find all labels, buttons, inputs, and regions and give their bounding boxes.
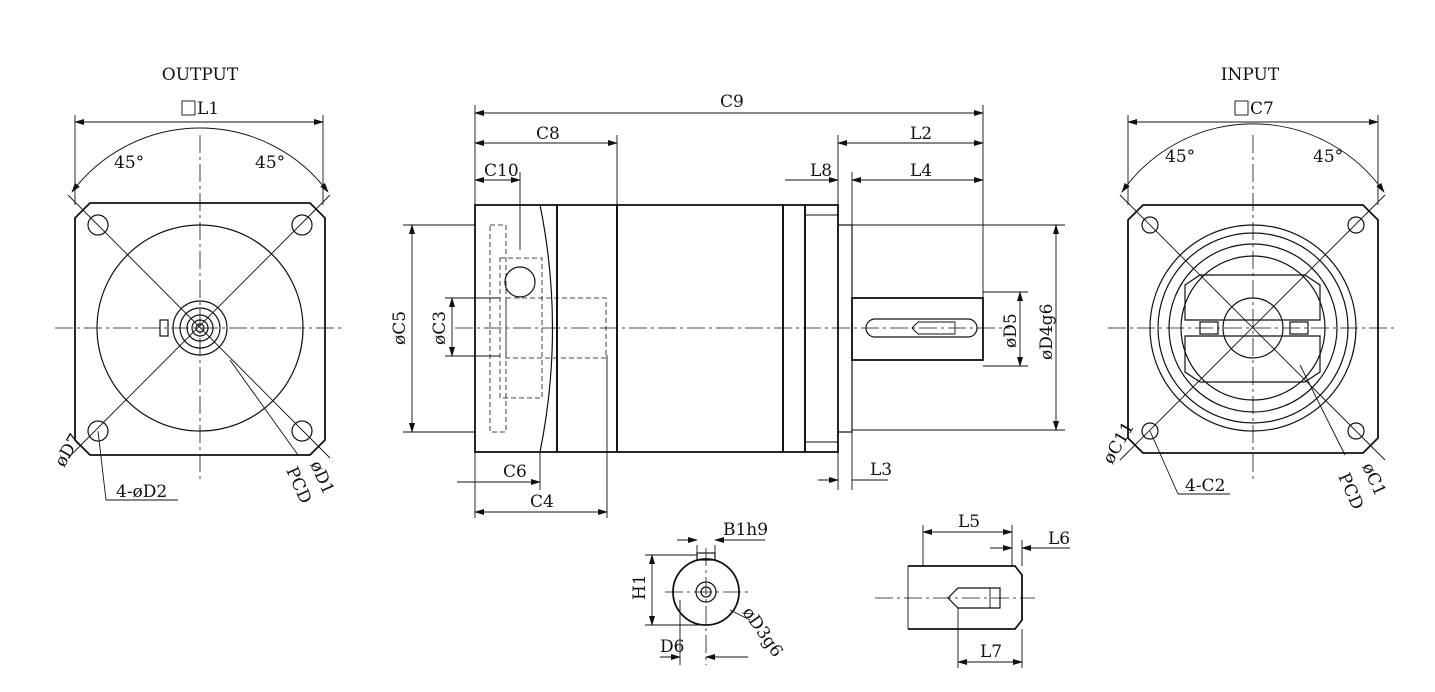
output-angle-right: 45° [255,153,285,173]
input-angle-left: 45° [1165,147,1195,167]
square-symbol [181,100,196,116]
shaft-section-view: B1h9 H1 øD3g6 D6 [630,520,787,665]
dim-d5: øD5 [1001,313,1021,348]
dim-l8: L8 [810,161,832,181]
output-hole-dia: øD7 [51,430,86,470]
input-square-label: C7 [1250,99,1274,119]
side-view: C9 C8 C10 L2 L8 L4 [390,92,1065,518]
dim-d4: øD4g6 [1037,304,1057,360]
dim-l4: L4 [910,161,932,181]
section-height: H1 [630,574,650,600]
dim-c3: øC3 [430,311,450,345]
section-shaft-dia: øD3g6 [738,603,787,661]
input-holes-label: 4-C2 [1185,476,1225,496]
dim-c4: C4 [530,492,554,512]
output-holes-label: 4-øD2 [116,482,167,502]
detail-l7: L7 [980,642,1002,662]
input-title: INPUT [1221,65,1280,85]
detail-l5: L5 [958,512,980,532]
output-angle-left: 45° [114,153,144,173]
input-view: INPUT C7 45° 45° øC11 4-C2 PCD øC1 [1099,65,1398,513]
dim-c10: C10 [484,161,519,181]
detail-l6: L6 [1048,529,1070,549]
dim-c6: C6 [503,462,527,482]
dim-l3: L3 [870,460,892,480]
dim-c5: øC5 [390,311,410,345]
output-square-label: L1 [197,99,219,119]
dim-c8: C8 [536,124,560,144]
shaft-detail-view: L5 L6 L7 [875,512,1070,668]
section-depth: D6 [660,637,684,657]
output-title: OUTPUT [162,65,239,85]
dim-c9: C9 [720,92,744,112]
input-angle-right: 45° [1313,147,1343,167]
section-key-width: B1h9 [723,520,768,540]
dim-l2: L2 [910,124,932,144]
square-symbol-input [1234,100,1249,116]
output-view: OUTPUT L1 45° 45° øD7 4-øD2 [51,65,345,507]
